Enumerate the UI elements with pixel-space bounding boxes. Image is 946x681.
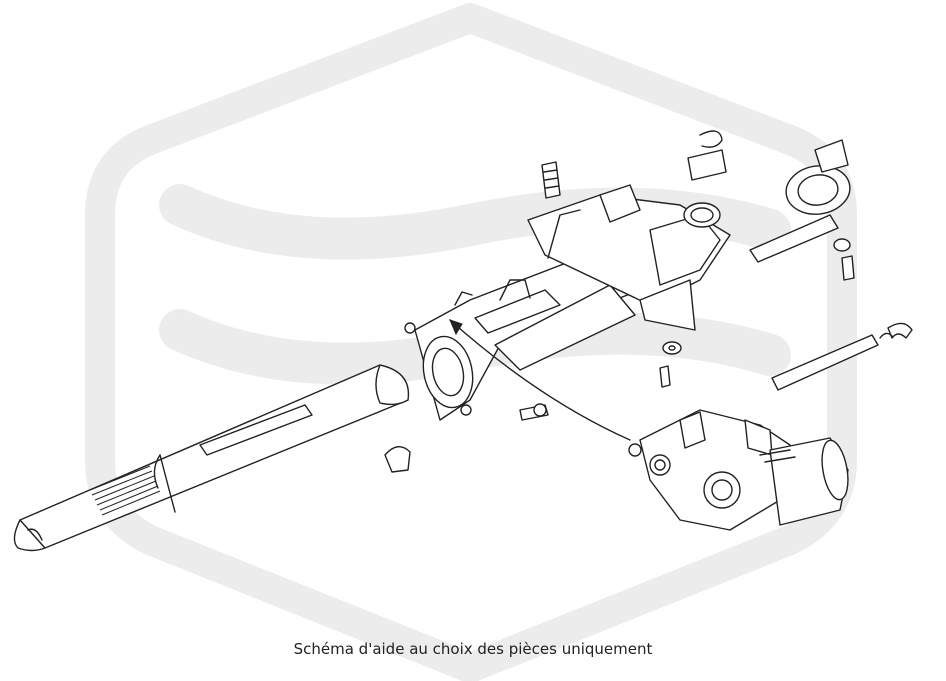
- callout-arrow: [449, 319, 631, 441]
- callout-arrowhead: [449, 319, 463, 336]
- switch-bracket: [749, 139, 851, 263]
- diagram-caption: Schéma d'aide au choix des pièces unique…: [293, 640, 653, 658]
- electric-motor-assembly: [628, 409, 849, 531]
- adjustment-rod: [771, 322, 913, 391]
- steering-shaft-tube: [13, 364, 410, 552]
- shaft-slots: [89, 465, 161, 516]
- column-housing: [404, 249, 641, 421]
- fasteners: [384, 130, 855, 473]
- upper-bracket: [527, 184, 731, 331]
